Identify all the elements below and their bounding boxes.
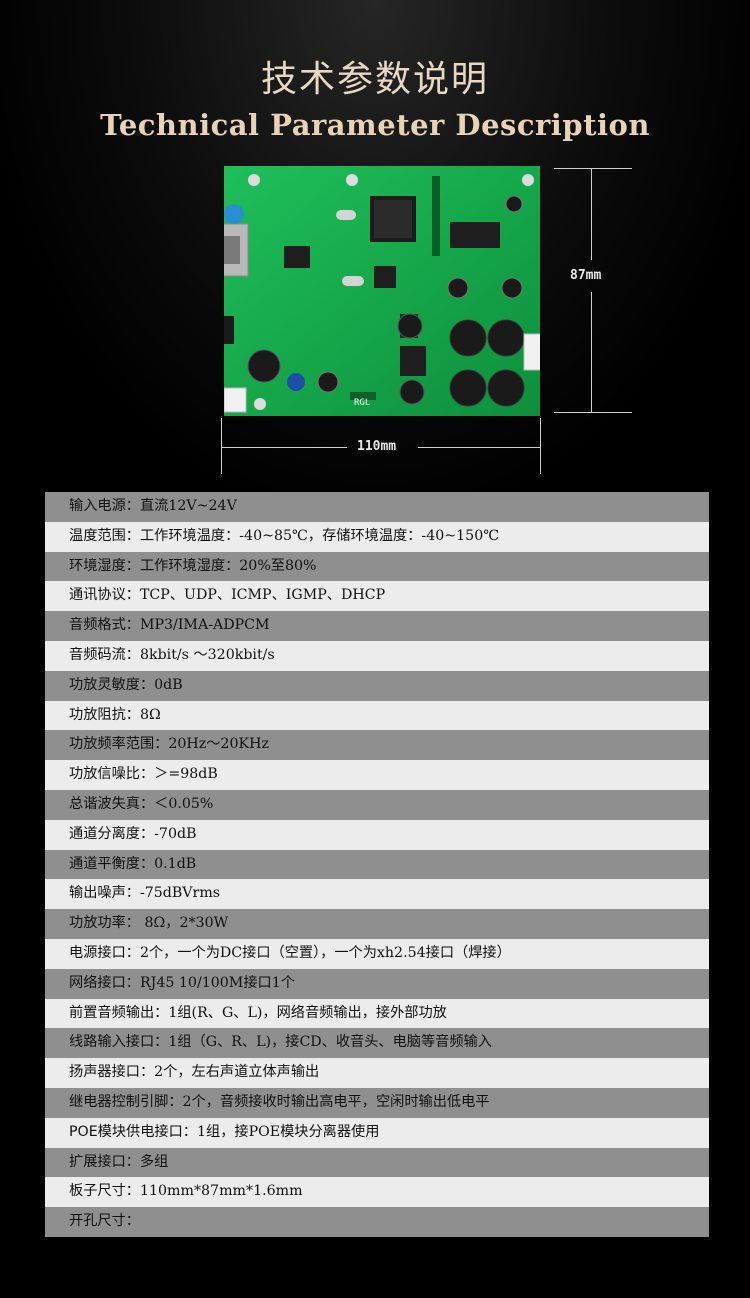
width-dimension-line-left (221, 447, 347, 448)
width-dimension-right-tick (540, 418, 541, 474)
width-dimension-line-right (418, 447, 540, 448)
spec-row: 扬声器接口：2个，左右声道立体声输出 (45, 1058, 709, 1088)
spec-label: 温度范围： (69, 527, 140, 544)
spec-value: -75dBVrms (139, 885, 221, 902)
spec-label: 功放频率范围： (69, 736, 169, 753)
spec-row: 功放功率： 8Ω，2*30W (45, 909, 709, 939)
spec-row: 继电器控制引脚：2个，音频接收时输出高电平，空闲时输出低电平 (45, 1087, 709, 1118)
spec-row: 扩展接口：多组 (45, 1147, 709, 1178)
spec-value: TCP、UDP、ICMP、IGMP、DHCP (139, 587, 386, 604)
width-dimension-label: 110mm (357, 439, 397, 454)
height-dimension-label: 87mm (570, 268, 602, 283)
spec-row: 温度范围：工作环境温度：-40~85℃，存储环境温度：-40~150℃ (45, 521, 709, 552)
spec-row: 总谐波失真：＜0.05% (45, 789, 709, 820)
spec-label: 功放阻抗： (69, 706, 140, 723)
spec-value: 工作环境湿度：20%至80% (139, 557, 317, 574)
spec-label: 功放信噪比： (69, 766, 155, 783)
spec-label: 音频码流： (69, 646, 140, 663)
spec-row: 功放阻抗：8Ω (45, 700, 709, 731)
spec-label: POE模块供电接口： (69, 1123, 197, 1140)
spec-value: 1组，接POE模块分离器使用 (197, 1123, 380, 1140)
spec-label: 扬声器接口： (69, 1064, 155, 1081)
spec-value: 2个，音频接收时输出高电平，空闲时输出低电平 (182, 1093, 490, 1110)
circuit-board-image (224, 166, 540, 416)
spec-row: 通道平衡度：0.1dB (45, 849, 709, 880)
spec-value: RJ45 10/100M接口1个 (139, 974, 295, 991)
spec-value: 8Ω (139, 706, 161, 723)
spec-value: 0.1dB (154, 855, 197, 872)
spec-label: 总谐波失真： (69, 795, 155, 812)
spec-row: 电源接口：2个，一个为DC接口（空置），一个为xh2.54接口（焊接） (45, 938, 709, 969)
spec-label: 开孔尺寸： (69, 1213, 140, 1230)
spec-row: 开孔尺寸： (45, 1207, 709, 1237)
spec-row: 通道分离度：-70dB (45, 819, 709, 850)
spec-value: 2个，一个为DC接口（空置），一个为xh2.54接口（焊接） (139, 944, 511, 961)
spec-value: 8Ω，2*30W (139, 915, 229, 932)
spec-row: 网络接口：RJ45 10/100M接口1个 (45, 968, 709, 999)
spec-value: 直流12V~24V (139, 498, 237, 514)
spec-row: 前置音频输出：1组(R、G、L)，网络音频输出，接外部功放 (45, 998, 709, 1029)
spec-value: 1组（G、R、L)，接CD、收音头、电脑等音频输入 (168, 1034, 492, 1051)
spec-row: 线路输入接口：1组（G、R、L)，接CD、收音头、电脑等音频输入 (45, 1028, 709, 1059)
width-dimension-left-tick (221, 418, 222, 474)
spec-label: 输入电源： (69, 498, 140, 514)
spec-label: 功放灵敏度： (69, 676, 155, 693)
spec-value: ＜0.05% (154, 795, 214, 812)
height-dimension-line-lower (591, 292, 592, 412)
spec-label: 网络接口： (69, 974, 140, 991)
spec-value: 0dB (154, 676, 183, 693)
page-subtitle: Technical Parameter Description (100, 108, 650, 142)
spec-row: 输出噪声：-75dBVrms (45, 879, 709, 910)
spec-row: 环境湿度：工作环境湿度：20%至80% (45, 551, 709, 582)
spec-value: MP3/IMA-ADPCM (139, 617, 270, 634)
spec-row: 功放频率范围：20Hz～20KHz (45, 730, 709, 761)
spec-label: 通道分离度： (69, 825, 155, 842)
height-dimension-bottom-tick (554, 412, 632, 413)
spec-value: 工作环境温度：-40~85℃，存储环境温度：-40~150℃ (139, 527, 500, 544)
spec-label: 扩展接口： (69, 1153, 140, 1170)
spec-label: 前置音频输出： (69, 1004, 169, 1021)
board-marking: RGL (354, 398, 371, 408)
spec-label: 板子尺寸： (69, 1183, 140, 1200)
spec-row: 通讯协议：TCP、UDP、ICMP、IGMP、DHCP (45, 581, 709, 612)
spec-value: -70dB (154, 825, 197, 842)
spec-row: 输入电源：直流12V~24V (45, 492, 709, 522)
spec-value: 110mm*87mm*1.6mm (139, 1183, 303, 1200)
spec-label: 输出噪声： (69, 885, 140, 902)
spec-value: 20Hz～20KHz (168, 736, 269, 753)
spec-label: 功放功率： (69, 915, 140, 932)
spec-label: 继电器控制引脚： (69, 1093, 183, 1110)
spec-label: 通讯协议： (69, 587, 140, 604)
spec-row: POE模块供电接口：1组，接POE模块分离器使用 (45, 1117, 709, 1148)
spec-row: 板子尺寸：110mm*87mm*1.6mm (45, 1177, 709, 1208)
spec-row: 音频格式：MP3/IMA-ADPCM (45, 611, 709, 641)
spec-row: 功放灵敏度：0dB (45, 670, 709, 701)
spec-label: 通道平衡度： (69, 855, 155, 872)
spec-value: 8kbit/s ～320kbit/s (139, 646, 275, 663)
spec-label: 环境湿度： (69, 557, 140, 574)
spec-value: ＞=98dB (154, 766, 218, 783)
spec-value: 2个，左右声道立体声输出 (154, 1064, 320, 1081)
page-title: 技术参数说明 (260, 59, 489, 100)
spec-value: 1组(R、G、L)，网络音频输出，接外部功放 (168, 1004, 447, 1021)
spec-label: 音频格式： (69, 617, 140, 634)
spec-label: 线路输入接口： (69, 1034, 169, 1051)
spec-row: 音频码流：8kbit/s ～320kbit/s (45, 640, 709, 671)
height-dimension-line-upper (591, 168, 592, 260)
spec-label: 电源接口： (69, 944, 140, 961)
spec-row: 功放信噪比：＞=98dB (45, 760, 709, 790)
height-dimension-top-tick (554, 168, 632, 169)
spec-value: 多组 (139, 1153, 169, 1170)
